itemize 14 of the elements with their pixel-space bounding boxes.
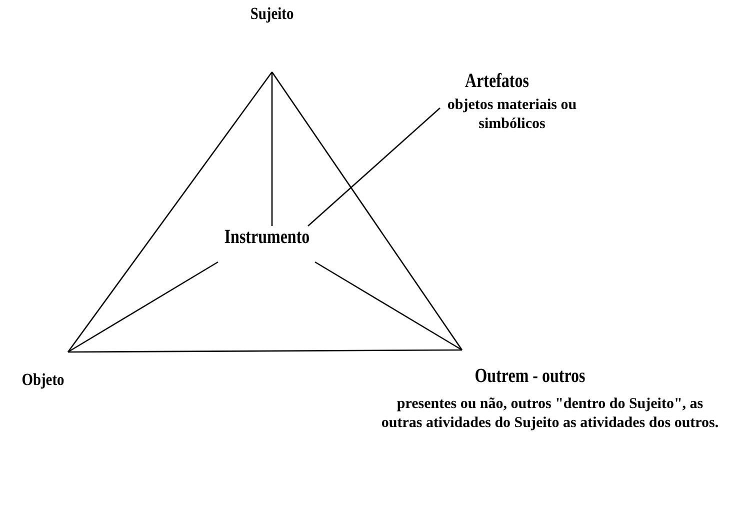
connector-line bbox=[68, 349, 462, 353]
connector-line bbox=[314, 261, 462, 351]
description: presentes ou não, outros "dentro do Sujeito", as outras atividades do Sujeito as atividades dos outros. bbox=[380, 395, 720, 433]
connector-line bbox=[271, 72, 463, 350]
heading: Artefatos bbox=[464, 70, 530, 93]
heading: Outrem - outros bbox=[474, 365, 586, 388]
vertex-label: Objeto bbox=[20, 370, 66, 390]
heading: Instrumento bbox=[223, 226, 311, 249]
description: objetos materiais ou simbólicos bbox=[446, 96, 578, 134]
leader-line bbox=[308, 108, 440, 226]
vertex-label: Sujeito bbox=[249, 4, 295, 24]
connector-line bbox=[271, 72, 273, 226]
connector-line bbox=[68, 261, 218, 353]
connector-line bbox=[67, 72, 273, 352]
